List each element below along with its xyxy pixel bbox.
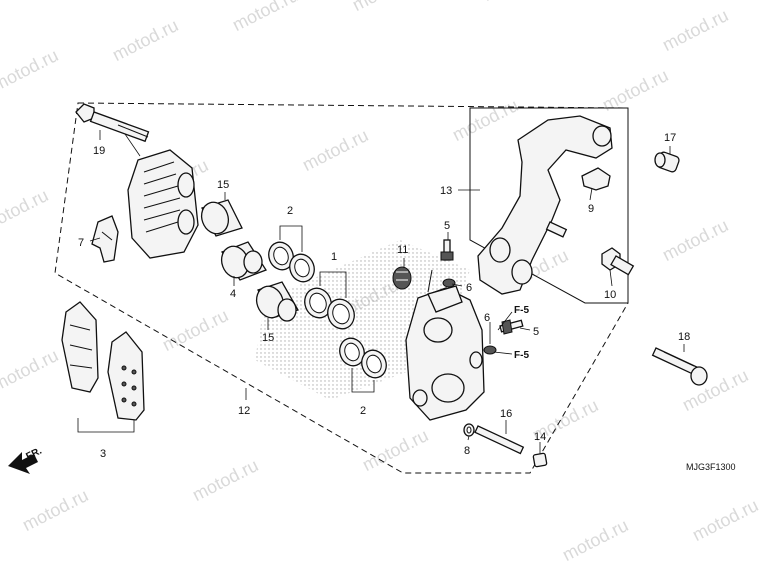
bleeder-5-right	[499, 319, 524, 335]
bracket-13	[477, 115, 613, 295]
washer-8	[463, 423, 475, 437]
caliper-outer-half	[127, 149, 199, 259]
callout-3: 3	[100, 448, 106, 460]
callout-5-upper: 5	[444, 220, 450, 232]
leader-2-lower	[351, 368, 375, 393]
callout-6-upper: 6	[466, 282, 472, 294]
callout-1: 1	[331, 251, 337, 263]
pin-16	[474, 425, 525, 455]
callout-11: 11	[397, 244, 408, 256]
callout-18: 18	[678, 331, 690, 343]
piston-4	[220, 241, 267, 281]
callout-10: 10	[604, 289, 616, 301]
callout-6-lower: 6	[484, 312, 490, 324]
seal-1	[304, 287, 355, 330]
callout-13: 13	[440, 185, 452, 197]
leader-2-upper	[279, 225, 303, 252]
washer-6-lower	[483, 345, 497, 355]
callout-17: 17	[664, 132, 676, 144]
bolt-10	[601, 247, 635, 276]
plug-14	[532, 452, 548, 468]
clip-9	[581, 167, 611, 191]
callout-7: 7	[78, 237, 84, 249]
direction-label: FR.	[24, 445, 44, 462]
piston-15-lower	[255, 281, 299, 322]
seal-2-upper	[268, 241, 315, 283]
callout-12: 12	[238, 405, 250, 417]
callout-15-upper: 15	[217, 179, 229, 191]
callout-9: 9	[588, 203, 594, 215]
pad-spring-7	[91, 215, 119, 263]
leader-3	[77, 418, 135, 433]
leader-lines	[89, 130, 685, 454]
bleeder-5-upper	[440, 239, 454, 261]
front-direction-arrow: FR.	[8, 445, 44, 474]
caliper-body-12	[405, 269, 485, 421]
callout-2-lower: 2	[360, 405, 366, 417]
callout-16: 16	[500, 408, 512, 420]
seal-2-lower	[339, 337, 387, 379]
bolt-19	[75, 103, 150, 143]
diagram-code: MJG3F1300	[686, 462, 736, 472]
bleed-cap-11	[392, 266, 412, 290]
leader-1	[319, 271, 347, 298]
washer-6-upper	[442, 278, 456, 288]
collar-17	[654, 151, 680, 173]
callout-15-lower: 15	[262, 332, 274, 344]
reference-f5-upper: F-5	[514, 305, 529, 316]
bracket-outline	[469, 107, 629, 304]
bolt-18	[651, 347, 708, 386]
piston-15-upper	[200, 199, 243, 237]
callout-4: 4	[230, 288, 236, 300]
reference-f5-lower: F-5	[514, 350, 529, 361]
callout-19: 19	[93, 145, 105, 157]
callout-14: 14	[534, 431, 546, 443]
callout-5-right: 5	[533, 326, 539, 338]
callout-2-upper: 2	[287, 205, 293, 217]
callout-8: 8	[464, 445, 470, 457]
brake-pads-3	[61, 301, 145, 421]
